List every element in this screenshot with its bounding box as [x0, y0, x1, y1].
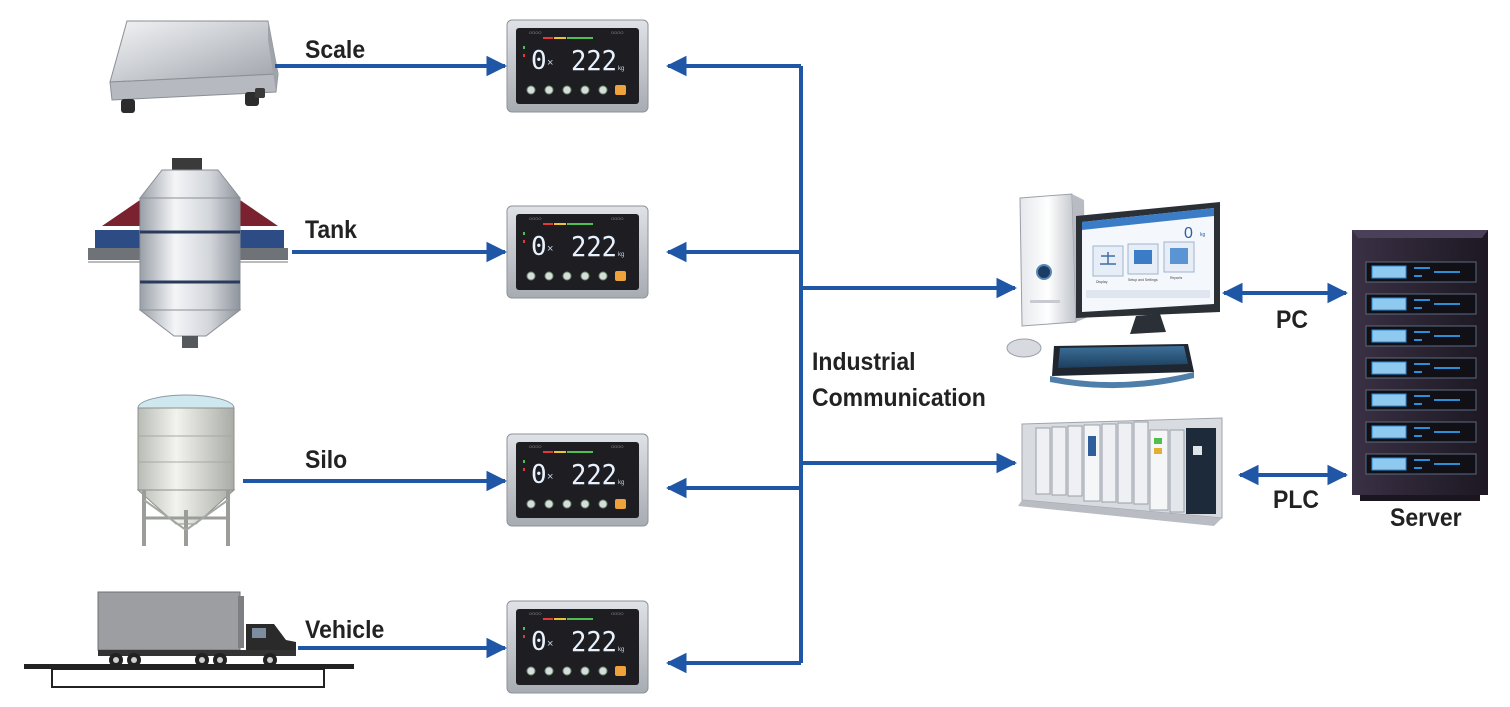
indicator-digit: 0	[531, 46, 547, 76]
indicator-digit: 0	[531, 232, 547, 262]
weighing-indicator-silo: OOOO OOOO 0 × 222 kg	[506, 433, 649, 527]
pc-screen-unit: kg	[1200, 232, 1206, 238]
label-vehicle: Vehicle	[305, 616, 385, 644]
label-pc: PC	[1276, 306, 1308, 334]
label-plc: PLC	[1273, 486, 1319, 514]
weighing-indicator-tank: OOOO OOOO 0 × 222 kg	[506, 205, 649, 299]
svg-text:×: ×	[547, 471, 553, 483]
pc-tile-1: Display	[1096, 280, 1108, 284]
label-server: Server	[1390, 504, 1462, 532]
server-drive-bay	[1365, 421, 1477, 443]
label-communication: Communication	[812, 384, 986, 412]
indicator-reading: 222	[571, 44, 617, 77]
indicator-reading: 222	[571, 458, 617, 491]
platform-scale-image	[109, 20, 279, 113]
svg-text:OOOO: OOOO	[529, 216, 541, 221]
connection-arrows	[243, 55, 1349, 674]
svg-text:OOOO: OOOO	[529, 444, 541, 449]
server-drive-bay	[1365, 261, 1477, 283]
indicator-unit: kg	[618, 252, 624, 258]
pc-screen-value: 0	[1184, 225, 1193, 242]
svg-text:OOOO: OOOO	[611, 444, 623, 449]
svg-text:OOOO: OOOO	[611, 611, 623, 616]
pc-tile-2: Setup and Settings	[1128, 278, 1158, 282]
indicator-unit: kg	[618, 480, 624, 486]
svg-text:OOOO: OOOO	[611, 216, 623, 221]
server-drive-bay	[1365, 389, 1477, 411]
label-tank: Tank	[305, 216, 357, 244]
weighing-indicator-vehicle: OOOO OOOO 0 × 222 kg	[506, 600, 649, 694]
server-drive-bay	[1365, 357, 1477, 379]
indicator-unit: kg	[618, 647, 624, 653]
svg-text:×: ×	[547, 243, 553, 255]
svg-text:OOOO: OOOO	[529, 611, 541, 616]
label-scale: Scale	[305, 36, 366, 64]
weighing-indicator-scale: OOOO OOOO 0 × 222 kg	[506, 19, 649, 113]
label-industrial: Industrial	[812, 348, 916, 376]
truck-scale-image	[24, 591, 354, 688]
indicator-digit: 0	[531, 627, 547, 657]
pc-image: 0 kg Display Setup and Settings Reports	[1006, 193, 1220, 389]
indicator-reading: 222	[571, 625, 617, 658]
label-silo: Silo	[305, 446, 348, 474]
server-drive-bay	[1365, 325, 1477, 347]
svg-text:OOOO: OOOO	[611, 30, 623, 35]
indicator-reading: 222	[571, 230, 617, 263]
tank-image	[88, 158, 288, 348]
indicator-digit: 0	[531, 460, 547, 490]
plc-image	[1018, 417, 1223, 526]
server-rack-image	[1352, 230, 1488, 501]
silo-image	[136, 394, 236, 546]
svg-text:OOOO: OOOO	[529, 30, 541, 35]
indicator-unit: kg	[618, 66, 624, 72]
server-drive-bay	[1365, 453, 1477, 475]
pc-tile-3: Reports	[1170, 276, 1183, 280]
server-drive-bay	[1365, 293, 1477, 315]
svg-text:×: ×	[547, 57, 553, 69]
svg-text:×: ×	[547, 638, 553, 650]
